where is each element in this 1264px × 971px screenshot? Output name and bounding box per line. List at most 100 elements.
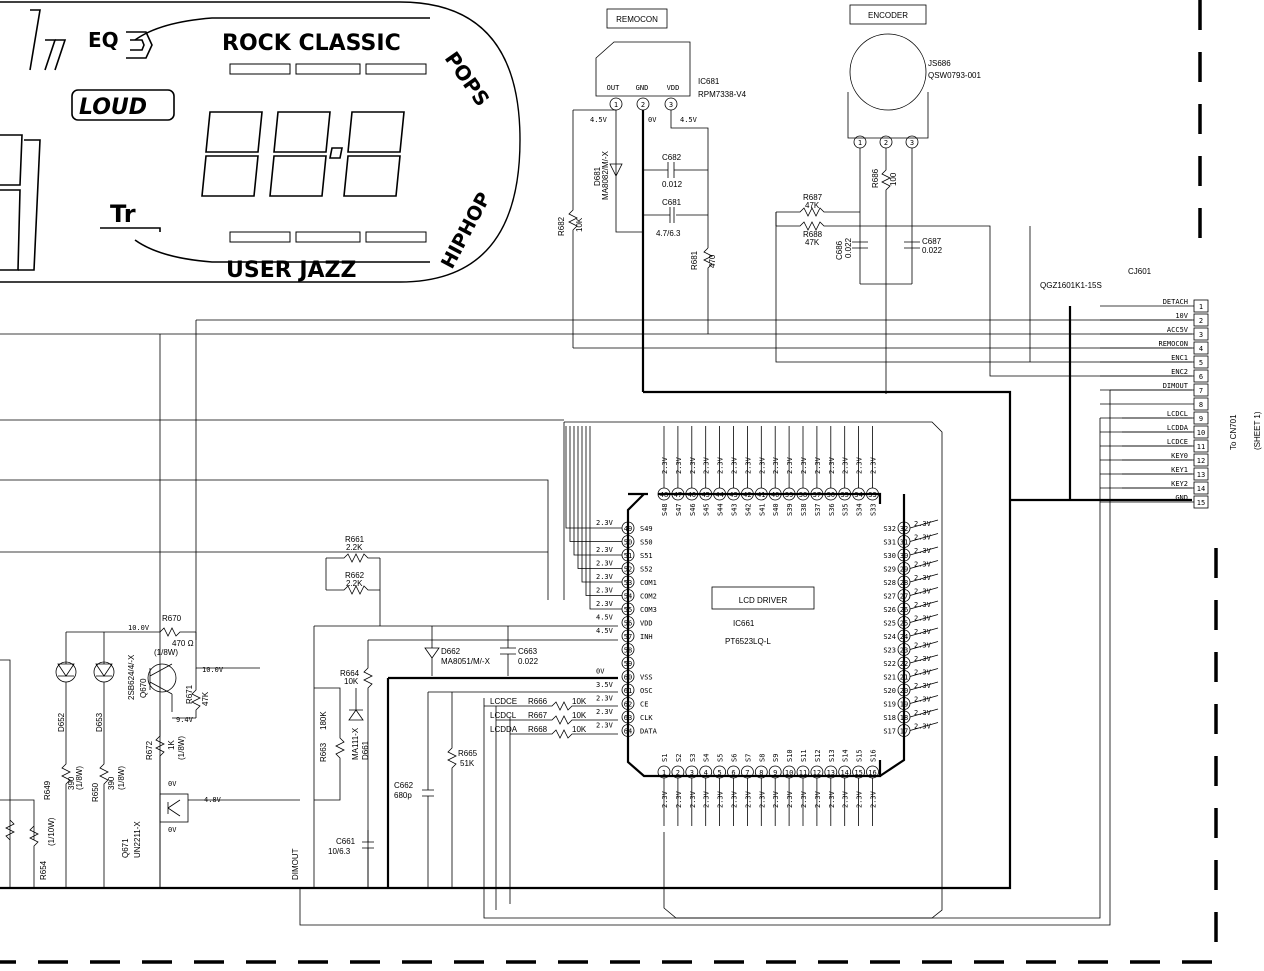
ic-pin-left-voltage: 2.3V [596,560,614,568]
svg-text:R654: R654 [39,860,48,880]
ic-pin-left-wire [589,426,622,610]
ic661-ref: IC661 [733,619,755,628]
ic-pin-right-voltage: 2.3V [914,696,932,704]
ic-pin-left-label: VDD [640,620,653,628]
ic-pin-bottom-voltage: 2.3V [689,790,697,808]
ic-pin-right-label: S27 [883,593,896,601]
lcd-driver-title: LCD DRIVER [739,596,788,605]
ic-pin-bottom-voltage: 2.3V [856,790,864,808]
svg-text:R681: R681 [690,250,699,270]
ic-pin-bottom-voltage: 2.3V [772,790,780,808]
ic-pin-right-voltage: 2.3V [914,723,932,731]
ic-pin-left-voltage: 0V [596,668,605,676]
connector-pin-label: 10V [1175,312,1188,320]
sheet-label: (SHEET 1) [1253,411,1262,450]
ic-pin-left-number: 59 [624,660,632,668]
ic-pin-right-wire [909,708,939,718]
ic-pin-right-number: 23 [900,647,908,655]
remocon-box-label: REMOCON [616,15,658,24]
svg-text:Q671: Q671 [121,838,130,858]
ic-pin-bottom-label: S1 [661,754,669,762]
svg-text:9.4V: 9.4V [176,716,194,724]
ic-pin-bottom-number: 2 [676,769,680,777]
svg-text:D661: D661 [361,740,370,760]
ic-pin-left [621,656,635,670]
ic-pin-bottom-number: 7 [745,769,749,777]
ic-pin-left-wire [585,426,622,596]
svg-text:0V: 0V [168,826,177,834]
segment-bars-top [229,63,427,75]
svg-text:R662: R662 [345,571,365,580]
ic-pin-bottom-voltage: 2.3V [828,790,836,808]
ic-pin-right-voltage: 2.3V [914,655,932,663]
pops-label: POPS [440,47,494,111]
svg-text:0V: 0V [648,116,657,124]
ic-pin-right-number: 25 [900,620,908,628]
ic-pin-left-voltage: 2.3V [596,695,614,703]
ic-pin-right-label: S17 [883,728,896,736]
ic-pin-top-label: S33 [870,503,878,516]
svg-text:100: 100 [889,172,898,186]
ic-pin-top-number: 39 [785,491,793,499]
svg-text:C682: C682 [662,153,682,162]
connector-pin-number: 14 [1197,485,1205,493]
ic-pin-left-voltage: 2.3V [596,546,614,554]
ic-pin-left-number: 51 [624,552,632,560]
ic-pin-right-wire [909,654,939,664]
ic-pin-top-label: S46 [689,503,697,516]
svg-text:R667: R667 [528,711,548,720]
ic-pin-left-label: S52 [640,566,653,574]
ic-pin-top-voltage: 2.3V [856,456,864,474]
ic-pin-bottom-label: S11 [800,749,808,762]
connector-pin-number: 4 [1199,345,1203,353]
svg-text:R687: R687 [803,193,823,202]
svg-text:LCDCE: LCDCE [490,697,517,706]
svg-text:10.0V: 10.0V [128,624,150,632]
svg-text:CJ601: CJ601 [1128,267,1152,276]
ic-pin-top-label: S40 [772,503,780,516]
svg-text:R649: R649 [43,780,52,800]
svg-text:MA8051/M/-X: MA8051/M/-X [441,657,491,666]
ic-pin-bottom-number: 15 [854,769,862,777]
ic-pin-right-voltage: 2.3V [914,547,932,555]
ic-pin-bottom-number: 8 [759,769,763,777]
svg-text:390: 390 [107,776,116,790]
svg-text:4.5V: 4.5V [680,116,698,124]
ic-pin-top-label: S37 [814,503,822,516]
ic-pin-top-label: S42 [744,503,752,516]
lcd-display-panel: EQ LOUD Tr ROCK CLASSIC POPS HIPHOP USER… [0,1,521,283]
svg-text:4.5V: 4.5V [590,116,608,124]
ic-pin-right-number: 31 [900,539,908,547]
ic-pin-right-number: 28 [900,579,908,587]
ic-pin-bottom-number: 12 [813,769,821,777]
ic681-body [595,41,691,97]
ic-pin-top-label: S41 [758,503,766,516]
svg-text:10/6.3: 10/6.3 [328,847,351,856]
svg-text:1: 1 [614,101,618,109]
ic-pin-top-voltage: 2.3V [717,456,725,474]
ic-pin-right-number: 18 [900,714,908,722]
ic-pin-top-voltage: 2.3V [814,456,822,474]
svg-text:R688: R688 [803,230,823,239]
svg-text:47K: 47K [805,201,820,210]
svg-text:OUT: OUT [607,84,620,92]
q671-transistor [159,793,189,823]
connector-pin-number: 2 [1199,317,1203,325]
ic-pin-bottom-label: S2 [675,754,683,762]
ic-pin-left-number: 58 [624,647,632,655]
ic-pin-left-label: COM3 [640,606,657,614]
svg-text:4.7/6.3: 4.7/6.3 [656,229,681,238]
svg-text:470: 470 [708,254,717,268]
ic-pin-top-number: 33 [868,491,876,499]
svg-text:390: 390 [67,776,76,790]
ic-pin-left-voltage: 2.3V [596,600,614,608]
ic-pin-right-voltage: 2.3V [914,682,932,690]
connector-pin-label: KEY2 [1171,480,1188,488]
svg-text:R671: R671 [185,684,194,704]
eq-label: EQ [88,28,119,52]
svg-text:47K: 47K [805,238,820,247]
ic-pin-top-number: 47 [674,491,682,499]
ic-pin-bottom-number: 13 [827,769,835,777]
ic-pin-right-wire [909,600,939,610]
ic-pin-bottom-number: 3 [690,769,694,777]
